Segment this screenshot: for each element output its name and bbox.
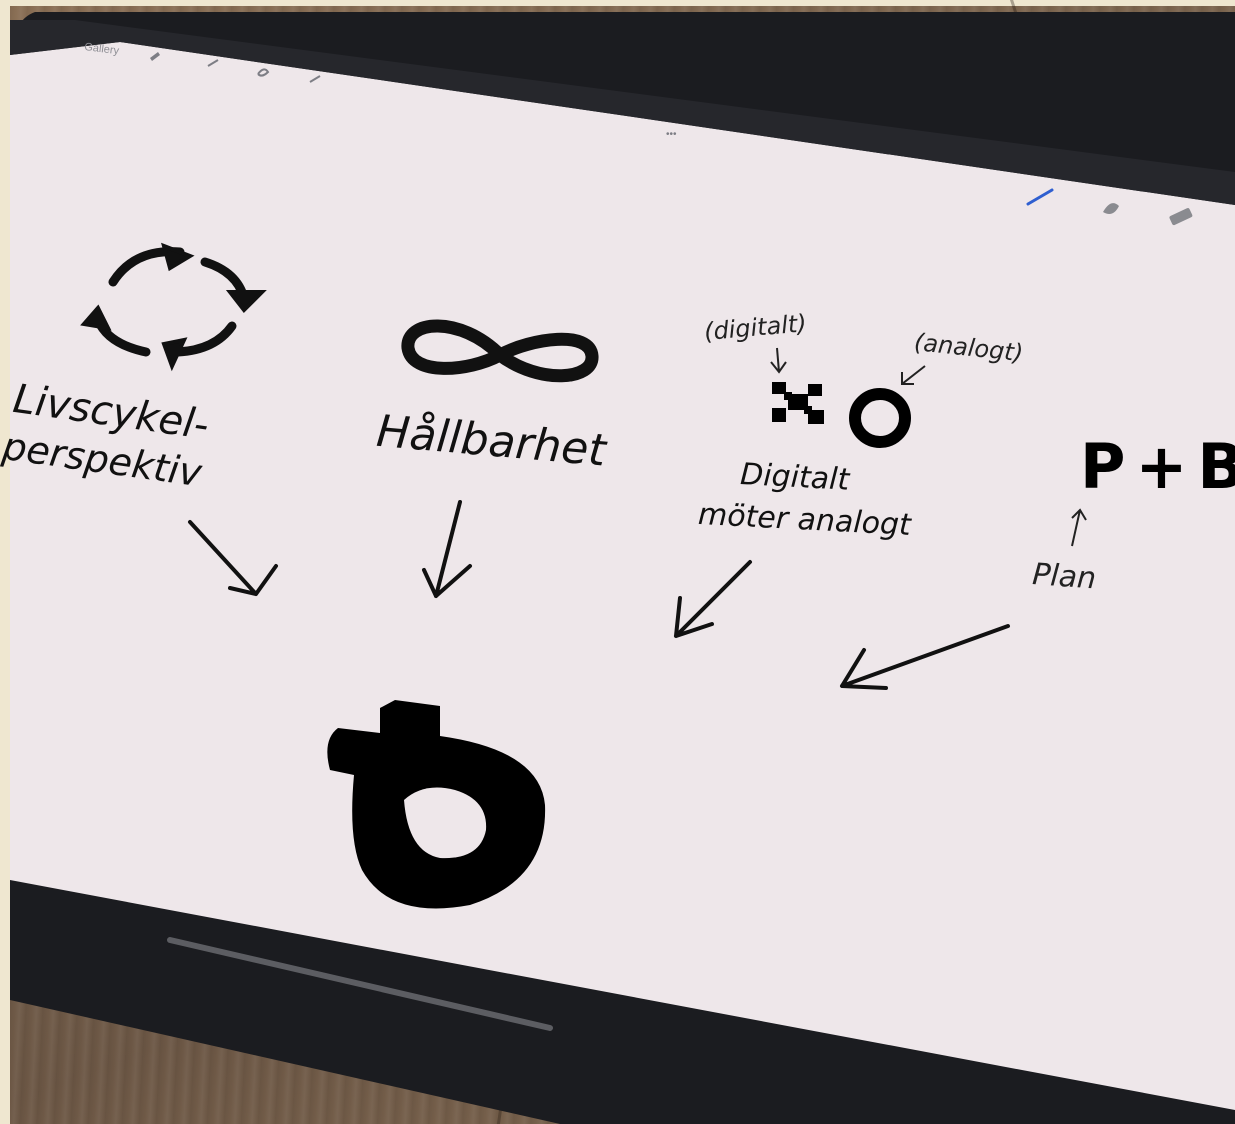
handle-dots[interactable]: •••: [666, 129, 677, 140]
plan-label: Plan: [1031, 557, 1097, 596]
digitalt-label-line1: Digitalt: [739, 457, 851, 498]
p-plus-b-label: P+B: [1080, 430, 1235, 503]
